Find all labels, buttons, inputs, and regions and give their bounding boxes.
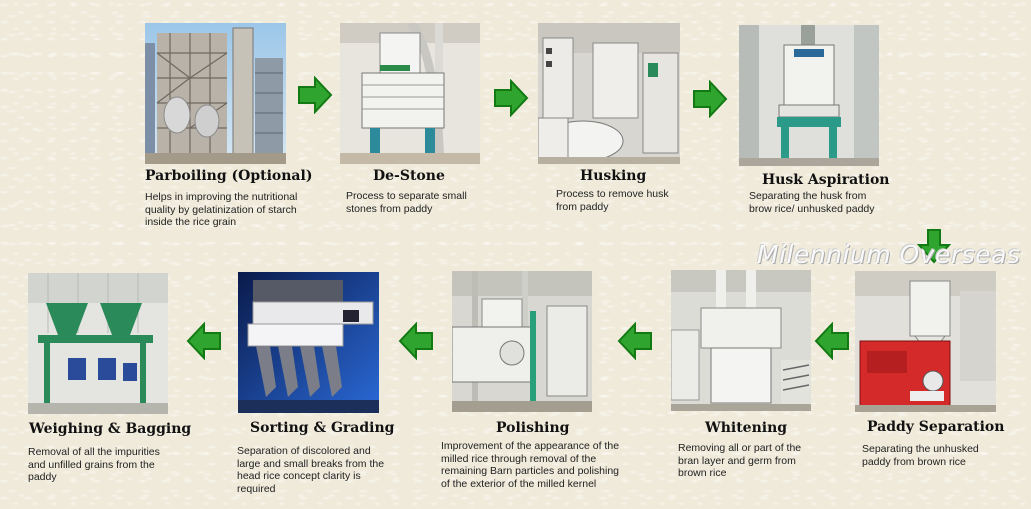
whitener-machine-photo: [671, 270, 811, 411]
paddy-separator-photo: [855, 271, 996, 412]
step-title: Polishing: [496, 420, 570, 436]
step-description: Process to remove husk from paddy: [556, 188, 669, 213]
step-description: Process to separate small stones from pa…: [346, 190, 467, 215]
step-title: Sorting & Grading: [250, 420, 395, 436]
step-title: Whitening: [705, 420, 788, 436]
husk-aspirator-photo: [739, 25, 879, 166]
step-description: Separating the husk from brow rice/ unhu…: [749, 190, 875, 215]
left-arrow-icon: [814, 321, 850, 365]
left-arrow-icon: [398, 321, 434, 365]
step-title: De-Stone: [373, 168, 445, 184]
left-arrow-icon: [617, 321, 653, 365]
step-description: Separation of discolored and large and s…: [237, 445, 385, 495]
step-description: Improvement of the appearance of the mil…: [441, 440, 620, 490]
parboiling-tower-photo: [145, 23, 286, 164]
step-title: Husk Aspiration: [762, 172, 890, 188]
left-arrow-icon: [186, 321, 222, 365]
polisher-machine-photo: [452, 271, 592, 412]
step-title: Husking: [580, 168, 647, 184]
step-description: Separating the unhusked paddy from brown…: [862, 443, 979, 468]
right-arrow-icon: [297, 75, 333, 119]
step-title: Weighing & Bagging: [29, 421, 192, 437]
down-arrow-icon: [916, 228, 952, 269]
step-title: Paddy Separation: [867, 419, 1005, 435]
color-sorter-photo: [238, 272, 379, 413]
destoner-machine-photo: [340, 23, 480, 164]
step-description: Helps in improving the nutritional quali…: [145, 191, 298, 228]
right-arrow-icon: [692, 79, 728, 123]
right-arrow-icon: [493, 78, 529, 122]
husker-machine-photo: [538, 23, 680, 164]
brand-watermark: Milennium Overseas: [757, 240, 1021, 269]
step-title: Parboiling (Optional): [145, 168, 313, 184]
step-description: Removal of all the impurities and unfill…: [28, 446, 160, 483]
bagging-machine-photo: [28, 273, 168, 414]
step-description: Removing all or part of the bran layer a…: [678, 442, 802, 479]
